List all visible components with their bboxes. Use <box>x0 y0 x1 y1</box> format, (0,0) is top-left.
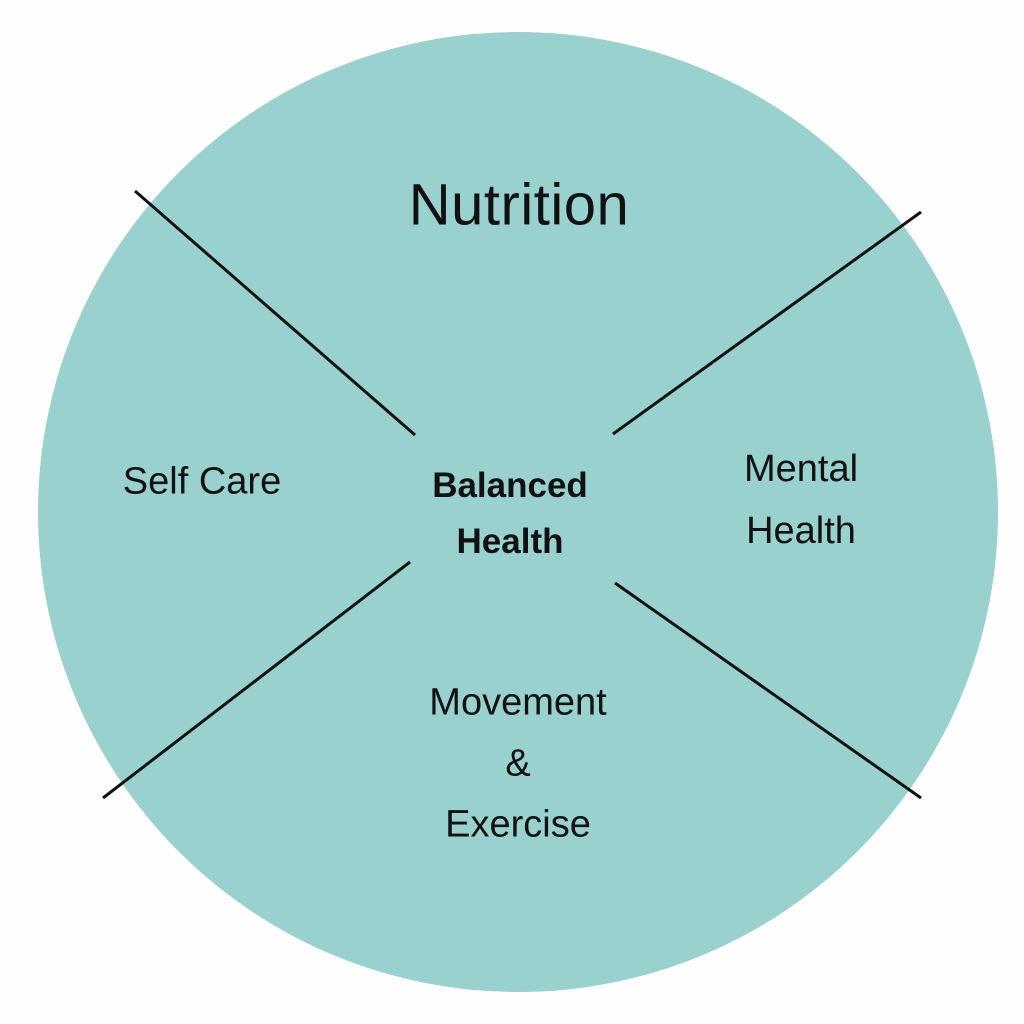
divider-line-bottom-right <box>614 581 922 800</box>
movement-line-1: Movement <box>429 681 607 724</box>
center-label-balanced-health: Balanced Health <box>432 458 588 570</box>
nutrition-text: Nutrition <box>408 172 630 238</box>
segment-label-nutrition: Nutrition <box>409 172 629 239</box>
movement-line-3: Exercise <box>445 803 591 846</box>
health-circle <box>38 32 998 992</box>
segment-label-mental-health: Mental Health <box>744 438 858 562</box>
movement-line-2: & <box>505 742 531 785</box>
mental-health-line-1: Mental <box>743 448 859 490</box>
segment-label-self-care: Self Care <box>123 461 281 504</box>
divider-line-top-right <box>612 210 922 436</box>
self-care-text: Self Care <box>122 460 282 503</box>
center-line-1: Balanced <box>432 466 588 505</box>
divider-line-bottom-left <box>102 560 411 800</box>
divider-line-top-left <box>134 189 416 437</box>
center-line-2: Health <box>456 522 564 561</box>
segment-label-movement-exercise: Movement & Exercise <box>429 673 606 856</box>
mental-health-line-2: Health <box>746 510 856 552</box>
